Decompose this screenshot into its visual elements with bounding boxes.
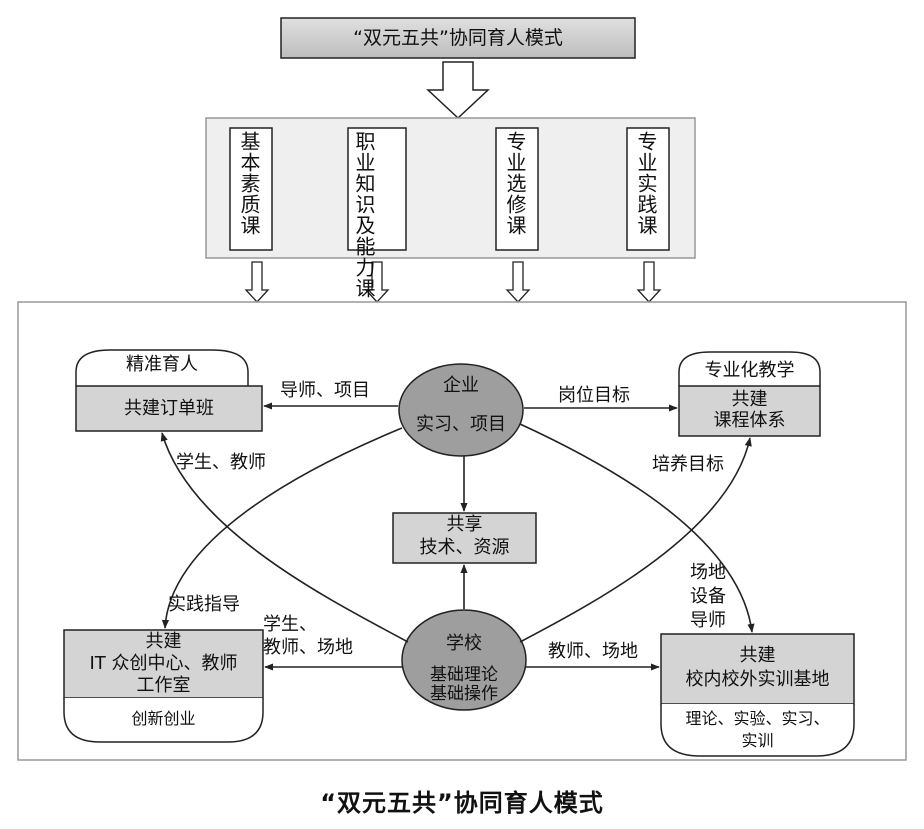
figure-caption: “双元五共”协同育人模式 <box>320 789 604 817</box>
course-label-2: 职业知识及能力课 <box>352 131 376 299</box>
studio-footer-text: 创新创业 <box>131 709 196 728</box>
share-line-1: 共享 <box>446 514 483 535</box>
training-base-footer-2: 实训 <box>741 731 774 750</box>
order-class-banner-text: 精准育人 <box>126 354 198 375</box>
label-site-3: 导师 <box>690 610 726 631</box>
top-title: “双元五共”协同育人模式 <box>353 27 563 49</box>
arrow-school-to-order <box>160 432 409 643</box>
training-base-footer <box>660 704 855 757</box>
course-box-3 <box>495 127 539 251</box>
studio-box <box>63 629 264 699</box>
course-panel <box>205 117 696 259</box>
label-mentor-project: 导师、项目 <box>280 380 370 401</box>
share-line-2: 技术、资源 <box>419 537 510 558</box>
share-box <box>392 512 537 564</box>
order-class-box <box>75 385 263 432</box>
order-class-banner <box>75 349 249 386</box>
label-stu-teach-site-1: 学生、 <box>263 614 317 635</box>
course-box-4 <box>626 127 670 251</box>
label-cultivation-goal: 培养目标 <box>652 454 724 475</box>
label-site-1: 场地 <box>690 562 726 583</box>
curriculum-line-1: 共建 <box>731 389 768 410</box>
arrow-school-to-curriculum <box>519 437 752 643</box>
school-ellipse <box>401 609 527 711</box>
training-base-footer-1: 理论、实验、实习、 <box>685 709 830 728</box>
enterprise-ellipse <box>398 363 524 457</box>
label-post-goal: 岗位目标 <box>558 385 630 406</box>
label-practice-guidance: 实践指导 <box>168 594 240 615</box>
course-label-1: 基本素质课 <box>237 131 261 236</box>
curriculum-banner-text: 专业化教学 <box>704 360 795 381</box>
course-label-3: 专业选修课 <box>503 131 527 236</box>
arrow-enterprise-to-base <box>519 423 755 633</box>
label-students-teachers: 学生、教师 <box>176 452 266 473</box>
curriculum-banner <box>678 351 821 386</box>
small-down-arrows <box>244 261 662 303</box>
enterprise-sub: 实习、项目 <box>416 414 506 435</box>
course-box-2 <box>347 127 407 251</box>
school-name: 学校 <box>446 633 482 654</box>
studio-line-3: 工作室 <box>136 675 191 696</box>
title-box <box>280 17 636 59</box>
training-base-box <box>660 633 855 705</box>
enterprise-name: 企业 <box>443 375 479 396</box>
label-teacher-site: 教师、场地 <box>548 641 638 662</box>
arrow-enterprise-to-studio <box>161 427 403 629</box>
training-base-line-1: 共建 <box>739 645 776 666</box>
label-site-2: 设备 <box>690 586 726 607</box>
studio-line-1: 共建 <box>145 631 182 652</box>
order-class-box-text: 共建订单班 <box>124 398 214 419</box>
course-label-4: 专业实践课 <box>634 131 658 236</box>
arrows <box>160 402 755 671</box>
school-sub-1: 基础理论 <box>430 665 498 685</box>
curriculum-line-2: 课程体系 <box>713 410 786 431</box>
label-stu-teach-site-2: 教师、场地 <box>263 637 353 658</box>
main-down-arrow <box>426 61 490 120</box>
school-sub-2: 基础操作 <box>430 684 498 704</box>
course-box-1 <box>229 127 273 251</box>
studio-footer <box>63 698 264 743</box>
curriculum-box <box>678 385 821 437</box>
studio-line-2: IT 众创中心、教师 <box>89 653 238 674</box>
training-base-line-2: 校内校外实训基地 <box>685 669 830 690</box>
